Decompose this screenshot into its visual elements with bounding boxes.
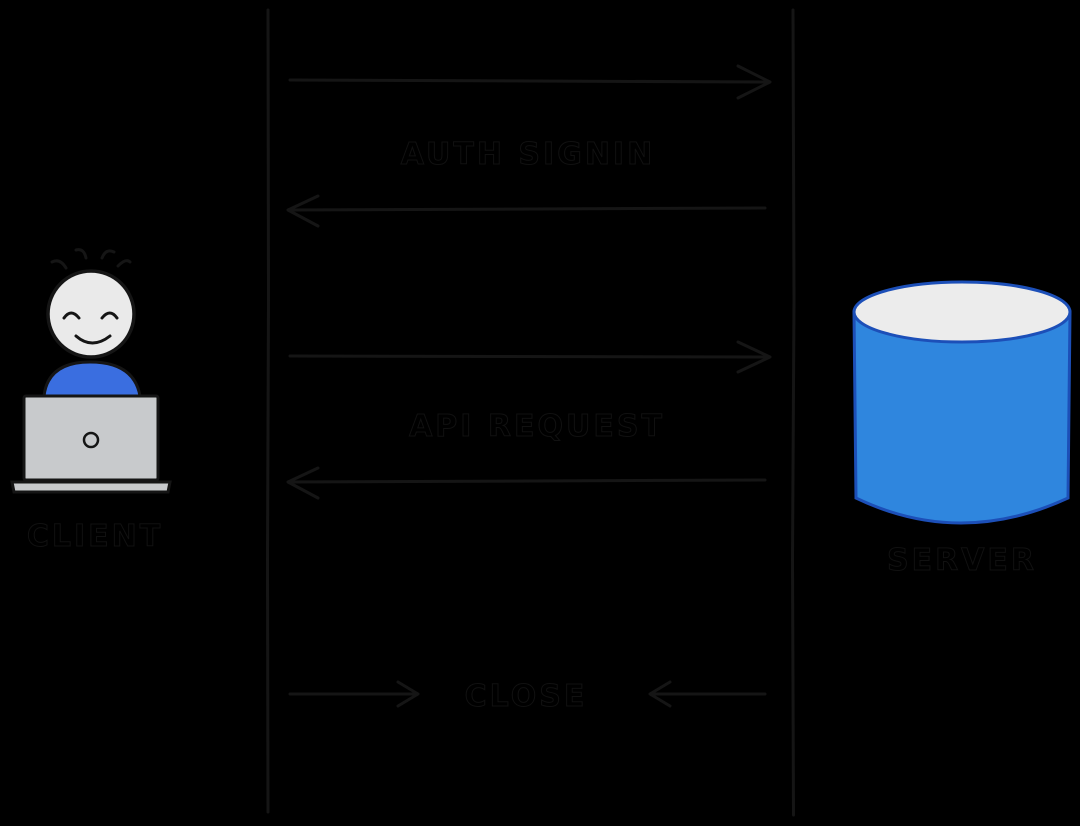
message-api-request [286, 340, 772, 500]
request-arrow [288, 340, 772, 374]
response-arrow [286, 194, 767, 228]
database-icon [852, 280, 1072, 525]
server-actor: SERVER [852, 280, 1072, 579]
close-arrow-left [288, 680, 420, 708]
response-arrow [286, 466, 767, 500]
api-request-label: API REQUEST [409, 409, 665, 444]
lifelines [265, 8, 796, 817]
client-lifeline [265, 8, 271, 814]
close-label: CLOSE [465, 679, 588, 714]
message-auth-signin [286, 64, 772, 228]
server-lifeline [790, 8, 796, 817]
close-arrow-right [648, 680, 767, 708]
client-actor: CLIENT [10, 248, 172, 555]
message-close [288, 680, 767, 708]
person-icon [42, 248, 142, 398]
server-label: SERVER [887, 543, 1037, 578]
request-arrow [288, 64, 772, 100]
auth-signin-label: AUTH SIGNIN [401, 137, 655, 172]
client-label: CLIENT [27, 519, 163, 554]
laptop-icon [10, 394, 172, 494]
